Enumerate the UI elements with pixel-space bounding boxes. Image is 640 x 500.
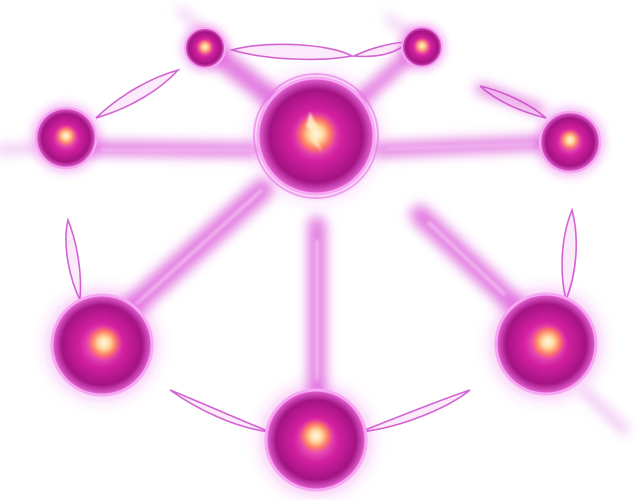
orb-top-right-small [394, 19, 450, 75]
orb-left-mid [26, 98, 106, 178]
orb-right-mid [530, 102, 610, 182]
leaf-wisps [65, 41, 578, 433]
orb-bottom-middle [254, 378, 378, 500]
orb-bottom-right [484, 282, 608, 406]
orb-bottom-left [40, 283, 164, 407]
orb-center [246, 66, 386, 206]
orb-top-left-small [177, 20, 233, 76]
orbs [26, 19, 610, 500]
connection-beam-cores [100, 142, 536, 380]
